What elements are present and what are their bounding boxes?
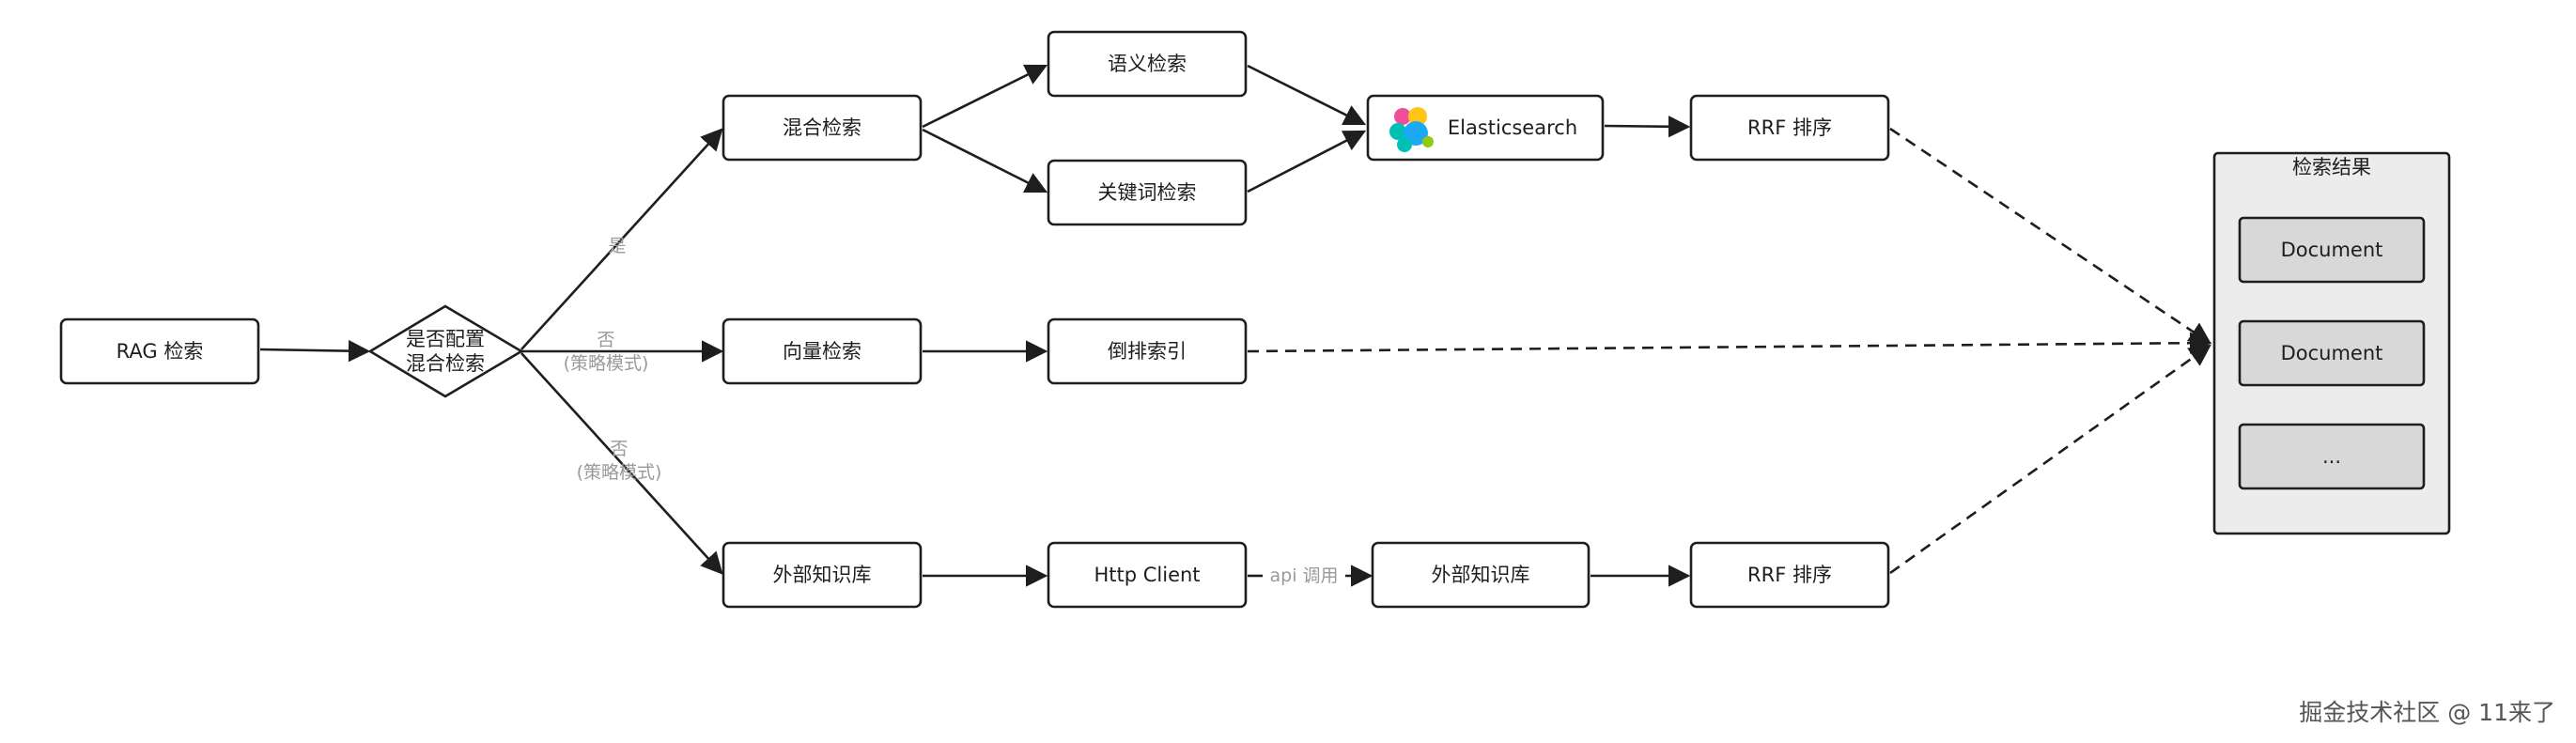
node-decision: 是否配置 混合检索: [368, 304, 523, 398]
edge-decision-to-external: [520, 352, 723, 575]
label-no-strategy-mid-1: 否: [597, 330, 614, 350]
label-yes: 是: [608, 236, 626, 256]
edge-inverted-to-results: [1247, 332, 2212, 354]
node-rrf-top-label: RRF 排序: [1747, 116, 1832, 139]
result-item-label: Document: [2281, 239, 2383, 261]
results-container: 检索结果 Document Document ...: [2212, 151, 2451, 535]
node-rag-label: RAG 检索: [116, 340, 204, 363]
node-inverted-index-label: 倒排索引: [1108, 340, 1187, 363]
result-item-label: Document: [2281, 342, 2383, 364]
watermark: 掘金技术社区 @ 11来了: [2299, 699, 2555, 726]
node-decision-label-2: 混合检索: [406, 352, 485, 375]
node-external-kb-2: 外部知识库: [1371, 541, 1591, 609]
elasticsearch-logo-icon: [1389, 107, 1434, 152]
node-http-client-label: Http Client: [1094, 564, 1200, 586]
edge-es-to-rrf-top: [1604, 116, 1691, 138]
node-vector-label: 向量检索: [783, 340, 861, 363]
label-api-call: api 调用: [1269, 565, 1338, 586]
node-rrf-bottom-label: RRF 排序: [1747, 564, 1832, 586]
node-elasticsearch-label: Elasticsearch: [1448, 116, 1577, 139]
node-hybrid: 混合检索: [722, 94, 923, 162]
node-vector: 向量检索: [722, 317, 923, 385]
result-item-label: ...: [2322, 445, 2341, 468]
edge-keyword-to-es: [1247, 130, 1367, 193]
result-item: Document: [2238, 216, 2426, 284]
node-semantic-label: 语义检索: [1108, 53, 1187, 75]
node-external-kb: 外部知识库: [722, 541, 923, 609]
edge-rrf-top-to-results: [1889, 127, 2211, 345]
node-hybrid-label: 混合检索: [783, 116, 861, 139]
edge-labels: 是 否 (策略模式) 否 (策略模式) api 调用: [564, 236, 1339, 586]
result-item: Document: [2238, 319, 2426, 387]
edges: [259, 64, 2212, 587]
node-elasticsearch: Elasticsearch: [1366, 94, 1605, 162]
result-item: ...: [2238, 423, 2426, 490]
node-rrf-bottom: RRF 排序: [1689, 541, 1890, 609]
node-external-kb-2-label: 外部知识库: [1432, 564, 1530, 586]
node-rrf-top: RRF 排序: [1689, 94, 1890, 162]
edge-semantic-to-es: [1247, 64, 1367, 126]
node-semantic: 语义检索: [1047, 30, 1248, 98]
node-inverted-index: 倒排索引: [1047, 317, 1248, 385]
node-keyword: 关键词检索: [1047, 159, 1248, 226]
node-keyword-label: 关键词检索: [1098, 181, 1197, 204]
node-external-kb-label: 外部知识库: [773, 564, 872, 586]
edge-hybrid-to-semantic: [922, 64, 1048, 129]
label-no-strategy-low-2: (策略模式): [577, 462, 662, 483]
edge-rrf-bottom-to-results: [1889, 344, 2211, 575]
label-no-strategy-mid-2: (策略模式): [564, 353, 649, 374]
node-decision-label-1: 是否配置: [406, 328, 485, 350]
results-title: 检索结果: [2292, 156, 2371, 178]
edge-rag-to-decision: [259, 339, 371, 363]
edge-hybrid-to-keyword: [922, 128, 1048, 193]
edge-decision-to-hybrid: [520, 128, 723, 350]
label-no-strategy-low-1: 否: [610, 439, 628, 459]
node-rag: RAG 检索: [59, 317, 260, 385]
node-http-client: Http Client: [1047, 541, 1248, 609]
